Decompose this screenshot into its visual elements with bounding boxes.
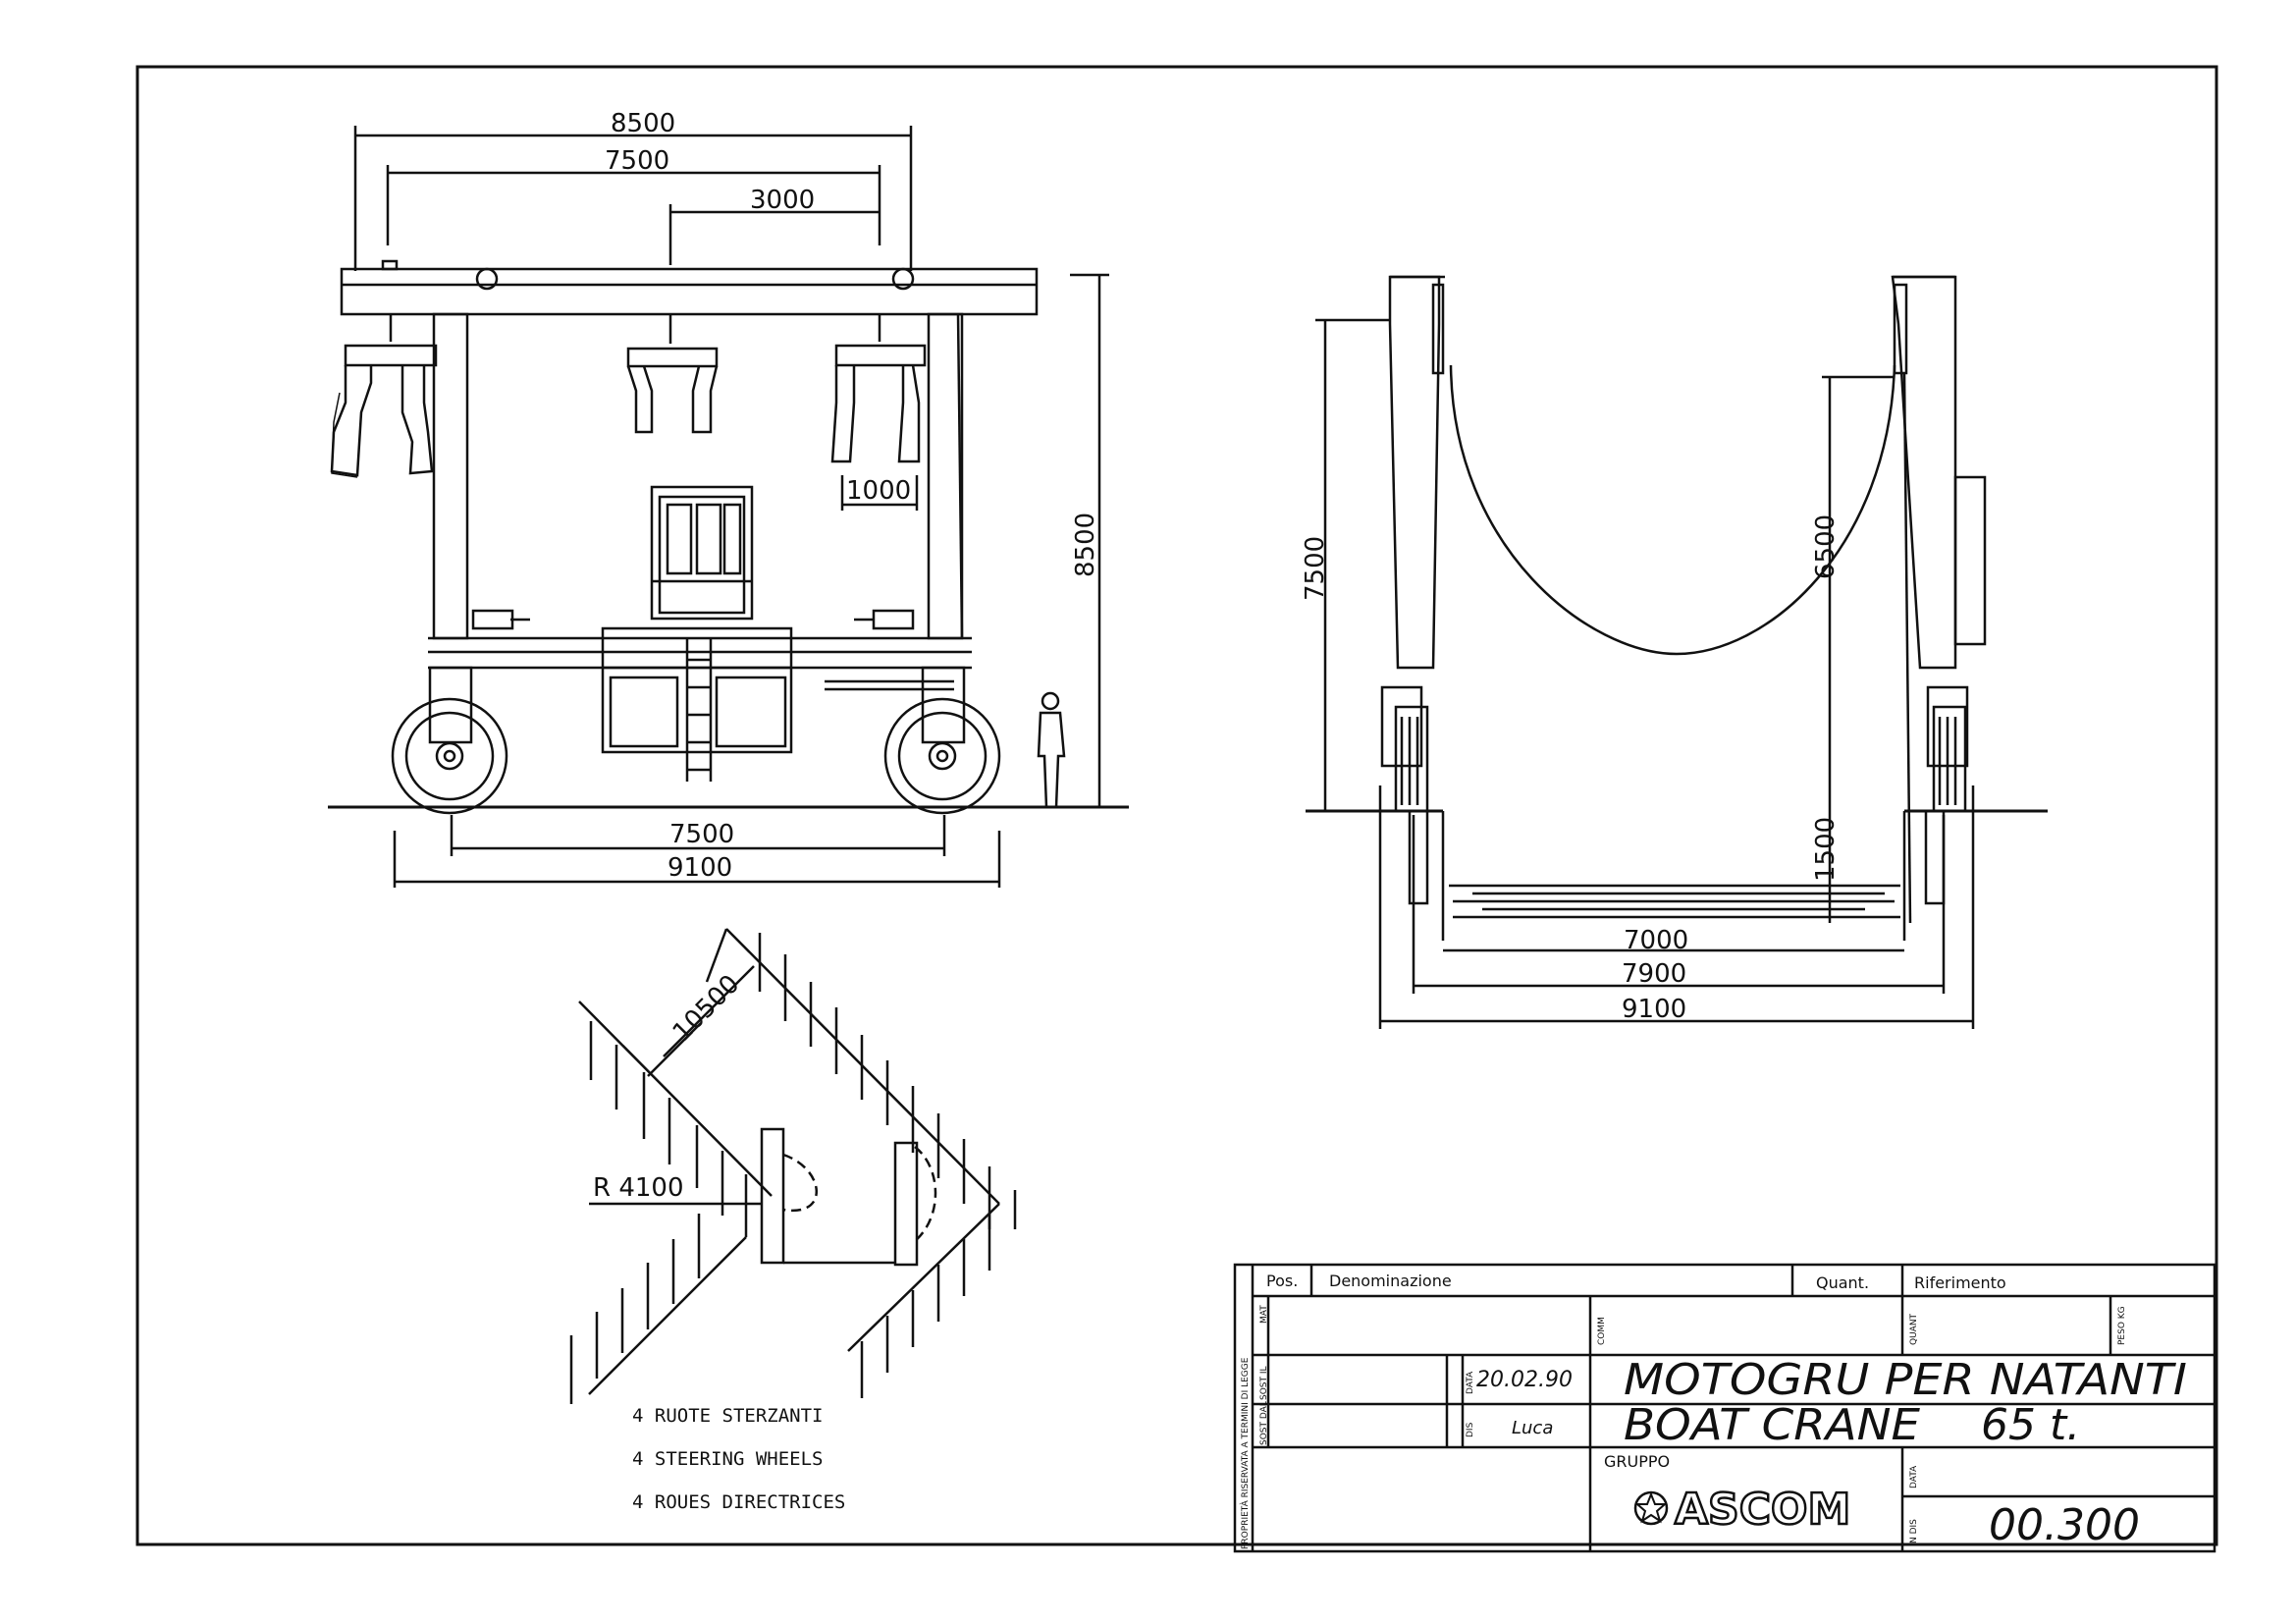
drawing-frame (135, 65, 2218, 1546)
dim-side-lift-height: 6500 (1811, 514, 1841, 579)
company-logo: ASCOM (1633, 1484, 1851, 1536)
title-block-label-n-dis: N DIS (1909, 1519, 1919, 1543)
note-steering-fr: 4 ROUES DIRECTRICES (632, 1491, 845, 1513)
title-block-label-sost-dal: SOST DAL (1259, 1401, 1269, 1445)
dim-side-height: 7500 (1301, 536, 1330, 601)
title-block-label-data: DATA (1466, 1371, 1475, 1394)
note-steering-it: 4 RUOTE STERZANTI (632, 1405, 823, 1427)
drawing-title-it: MOTOGRU PER NATANTI (1624, 1355, 2187, 1405)
dim-front-overall-width: 9100 (667, 853, 732, 883)
title-block-label-peso: PESO KG (2117, 1306, 2127, 1345)
title-block-col-denominazione: Denominazione (1329, 1272, 1452, 1290)
side-view (1306, 275, 2048, 1029)
title-block-col-quant: Quant. (1816, 1273, 1869, 1292)
drawing-capacity: 65 t. (1981, 1400, 2080, 1450)
title-block-gruppo: GRUPPO (1604, 1452, 1670, 1471)
title-block (1233, 1263, 2216, 1553)
title-block-date: 20.02.90 (1476, 1368, 1573, 1392)
title-block-label-dis: DIS (1466, 1422, 1475, 1437)
front-view (328, 126, 1129, 888)
title-block-col-riferimento: Riferimento (1914, 1273, 2006, 1292)
title-block-designer: Luca (1512, 1418, 1553, 1438)
title-block-label-sost-il: SOST IL (1259, 1366, 1269, 1400)
dim-front-sling: 1000 (846, 476, 911, 506)
dim-front-top-inner: 7500 (605, 146, 669, 176)
drawing-title-en: BOAT CRANE (1624, 1400, 1920, 1450)
dim-side-dock-width: 7900 (1622, 959, 1686, 989)
dim-front-hoist-spacing: 3000 (750, 186, 815, 215)
dim-steering-radius: R 4100 (593, 1173, 684, 1203)
dim-side-depth: 1500 (1811, 817, 1841, 882)
drawing-number: 00.300 (1989, 1500, 2140, 1550)
dim-side-water-width: 7000 (1624, 926, 1688, 955)
note-steering-en: 4 STEERING WHEELS (632, 1448, 823, 1470)
side-note-property: PROPRIETÀ RISERVATA A TERMINI DI LEGGE (1239, 1357, 1251, 1549)
company-logo-text: ASCOM (1675, 1485, 1850, 1535)
star-emblem-icon (1633, 1490, 1669, 1526)
steering-plan-view (569, 928, 1017, 1404)
dim-front-top-outer: 8500 (611, 109, 675, 138)
dim-side-overall-width: 9100 (1622, 995, 1686, 1024)
title-block-label-data2: DATA (1909, 1465, 1919, 1489)
title-block-col-pos: Pos. (1266, 1272, 1298, 1290)
title-block-label-quant: QUANT (1909, 1313, 1919, 1345)
dim-front-wheel-track: 7500 (669, 820, 734, 849)
title-block-label-mat: MAT (1259, 1305, 1269, 1324)
dim-front-height: 8500 (1071, 513, 1100, 577)
title-block-label-comm: COMM (1597, 1317, 1607, 1345)
